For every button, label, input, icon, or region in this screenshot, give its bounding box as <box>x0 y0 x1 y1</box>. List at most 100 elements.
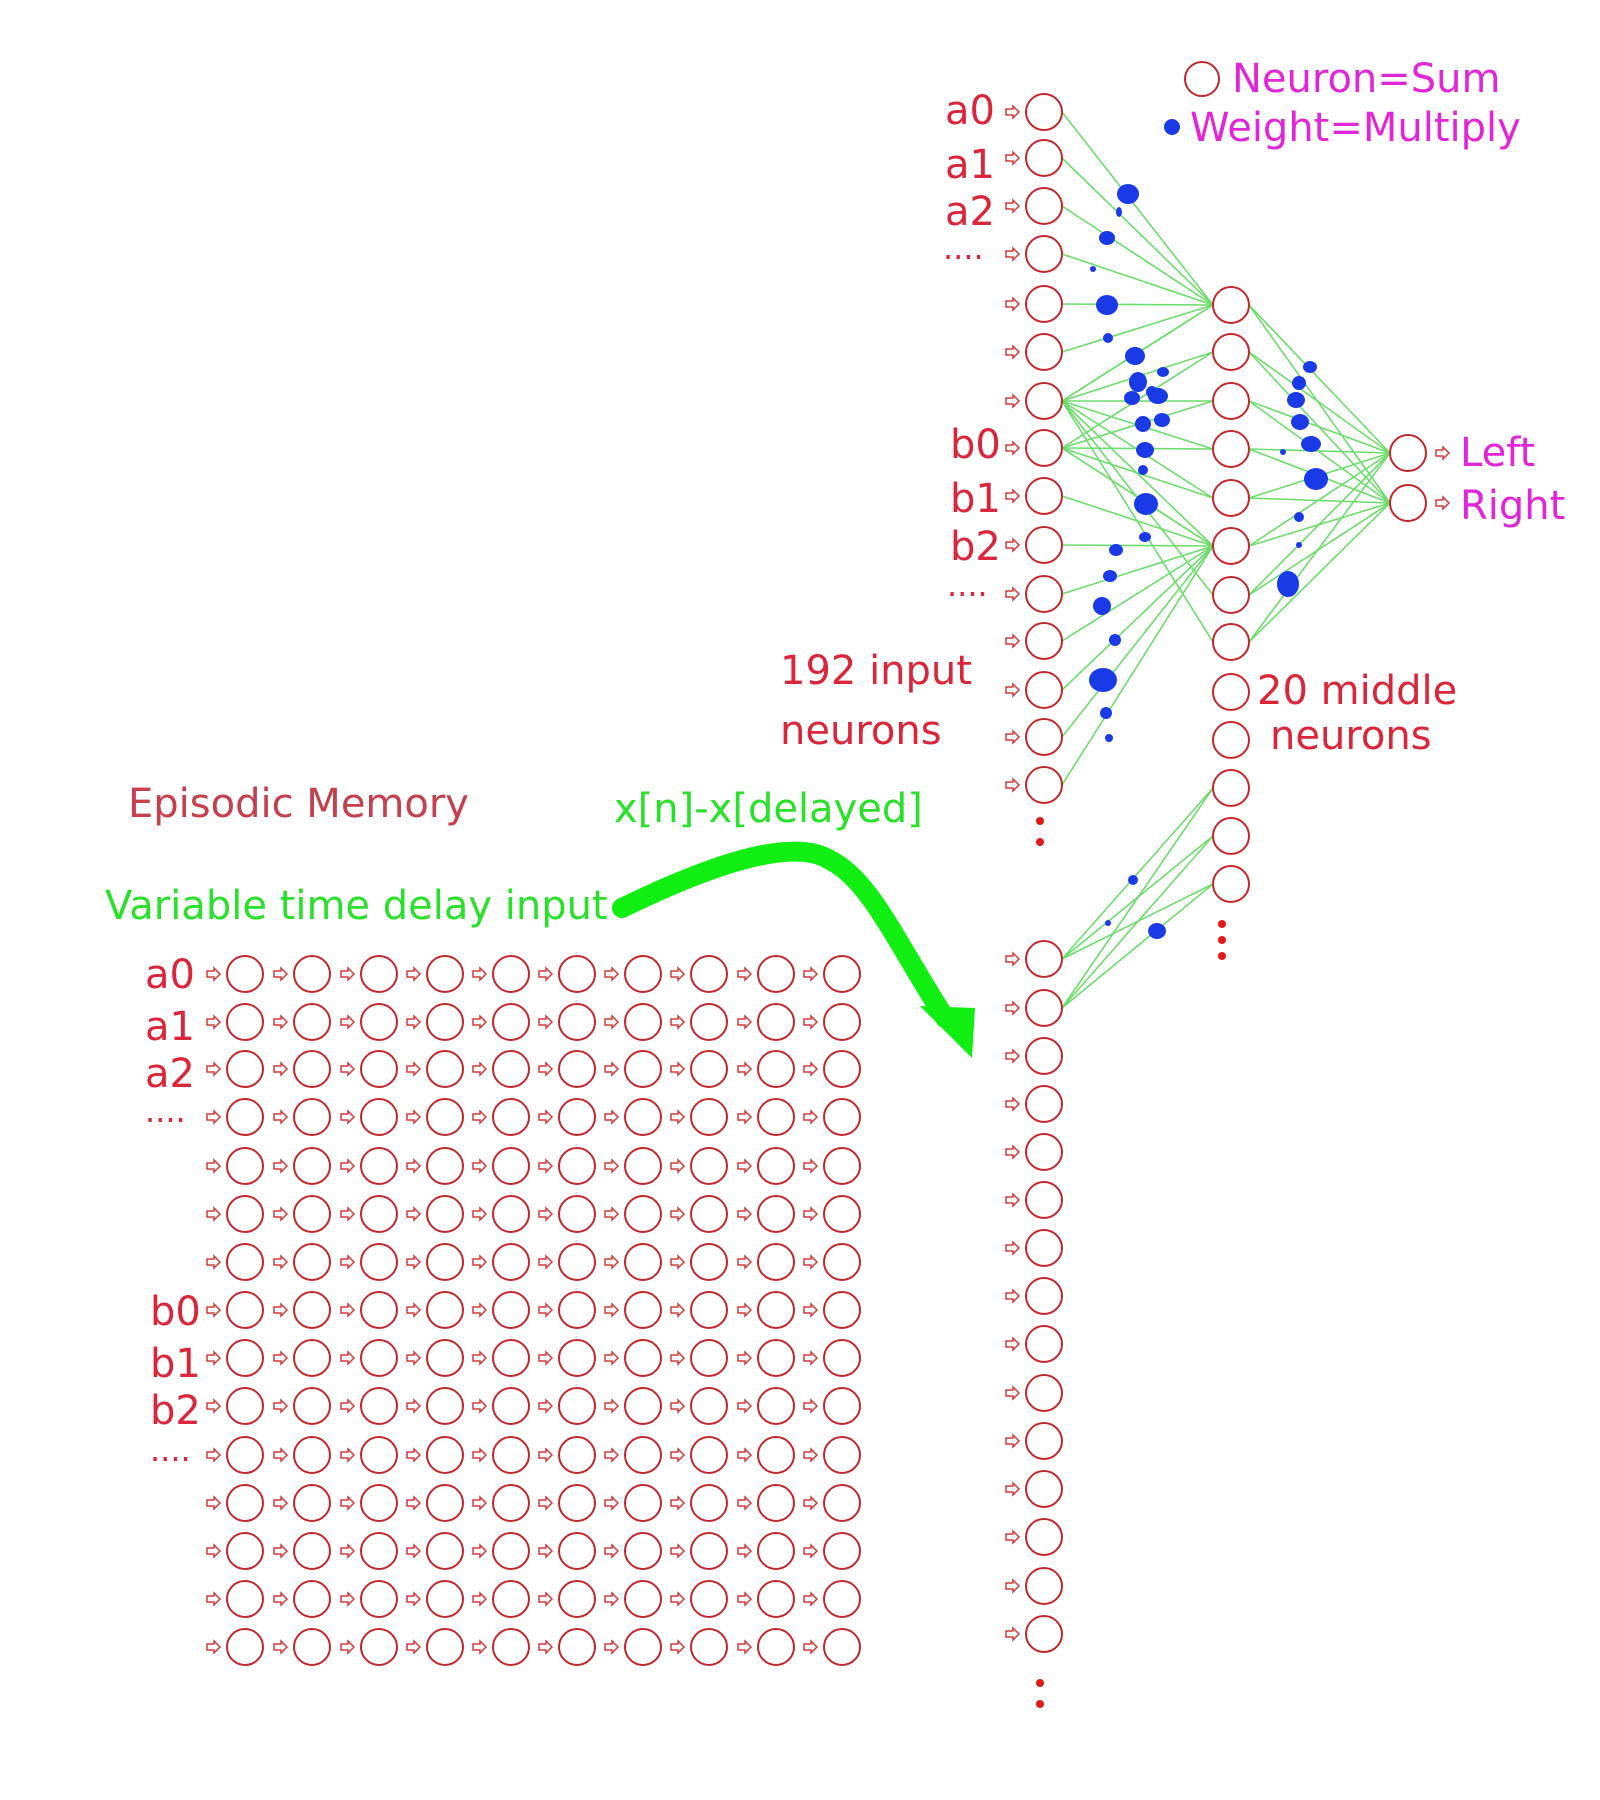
label-a1: a1 <box>945 142 995 188</box>
memory-neuron <box>226 1243 264 1281</box>
input-arrow-icon <box>406 1447 422 1463</box>
input-arrow-icon <box>206 1254 222 1270</box>
input-neuron <box>1025 989 1063 1027</box>
input-arrow-icon <box>670 1495 686 1511</box>
connection-line <box>1248 497 1391 504</box>
input-arrow-icon <box>206 1447 222 1463</box>
input-arrow-icon <box>472 1158 488 1174</box>
layer-counts: 192 input neurons 20 middle neurons <box>780 648 1457 759</box>
mem-label-a2: a2 <box>145 1051 195 1097</box>
input-arrow-icon <box>273 1398 289 1414</box>
label-ellipsis: .... <box>947 566 988 604</box>
memory-neuron <box>558 1532 596 1570</box>
memory-neuron <box>823 1532 861 1570</box>
input-arrow-icon <box>206 1206 222 1222</box>
input-arrow-icon <box>538 966 554 982</box>
input-arrow-icon <box>604 1302 620 1318</box>
input-arrow-icon <box>340 1398 356 1414</box>
weight-dot <box>1105 920 1111 926</box>
memory-neuron <box>624 1003 662 1041</box>
memory-neuron <box>624 1050 662 1088</box>
weight-dot <box>1090 266 1096 272</box>
memory-neuron <box>226 1628 264 1666</box>
memory-neuron <box>492 1387 530 1425</box>
memory-neuron <box>293 1580 331 1618</box>
memory-neuron <box>558 955 596 993</box>
memory-neuron <box>360 1532 398 1570</box>
memory-neuron <box>426 1387 464 1425</box>
memory-neuron <box>426 1003 464 1041</box>
input-arrow-icon <box>472 1591 488 1607</box>
memory-neuron <box>757 1243 795 1281</box>
input-arrow-icon <box>340 1591 356 1607</box>
memory-neuron <box>293 1532 331 1570</box>
memory-neuron <box>558 1339 596 1377</box>
middle-neuron <box>1212 333 1250 371</box>
connection-line <box>1061 545 1214 642</box>
memory-neuron <box>757 1580 795 1618</box>
input-arrow-icon <box>803 1447 819 1463</box>
input-arrow-icon <box>737 1109 753 1125</box>
input-arrow-icon <box>1005 1385 1021 1401</box>
memory-neuron <box>492 955 530 993</box>
memory-neuron <box>426 1291 464 1329</box>
input-arrow-icon <box>1005 777 1021 793</box>
connection-line <box>1061 253 1214 306</box>
input-arrow-icon <box>206 1591 222 1607</box>
input-arrow-icon <box>472 1302 488 1318</box>
input-arrow-icon <box>538 1398 554 1414</box>
input-arrow-icon <box>538 1350 554 1366</box>
input-arrow-icon <box>737 1447 753 1463</box>
connection-line <box>1061 544 1214 547</box>
input-neuron <box>1025 766 1063 804</box>
input-neuron <box>1025 718 1063 756</box>
middle-neuron <box>1212 576 1250 614</box>
input-arrow-icon <box>604 1639 620 1655</box>
input-arrow-icon <box>273 1639 289 1655</box>
weight-dot <box>1154 413 1170 427</box>
memory-neuron <box>360 1339 398 1377</box>
weight-dot <box>1089 668 1117 692</box>
input-arrow-icon <box>737 1398 753 1414</box>
memory-neuron <box>558 1195 596 1233</box>
ellipsis-dot <box>1218 920 1226 928</box>
weight-dot <box>1125 347 1145 365</box>
connection-line <box>1061 111 1214 306</box>
input-arrow-icon <box>1005 633 1021 649</box>
input-neuron <box>1025 1518 1063 1556</box>
input-arrow-icon <box>1005 951 1021 967</box>
memory-neuron <box>823 955 861 993</box>
input-arrow-icon <box>206 1543 222 1559</box>
memory-neuron <box>757 1050 795 1088</box>
input-arrow-icon <box>538 1109 554 1125</box>
label-b2: b2 <box>950 524 1001 570</box>
mem-label-b2: b2 <box>150 1388 201 1434</box>
input-arrow-icon <box>273 1158 289 1174</box>
memory-neuron <box>624 1628 662 1666</box>
weight-dot <box>1100 707 1112 719</box>
output-labels: Left Right <box>1460 430 1565 529</box>
input-arrow-icon <box>538 1591 554 1607</box>
middle-count-line2: neurons <box>1270 713 1432 759</box>
memory-neuron <box>624 1339 662 1377</box>
input-neuron <box>1025 139 1063 177</box>
memory-neuron <box>558 1147 596 1185</box>
input-arrow-icon <box>1005 440 1021 456</box>
memory-neuron <box>558 1003 596 1041</box>
memory-neuron <box>690 1195 728 1233</box>
delay-arrow <box>612 841 975 1058</box>
memory-neuron <box>690 1098 728 1136</box>
weight-legend-icon <box>1164 119 1180 135</box>
memory-neuron <box>360 1098 398 1136</box>
input-arrow-icon <box>1005 393 1021 409</box>
connection-line <box>1061 787 1214 1009</box>
input-neuron <box>1025 382 1063 420</box>
memory-neuron <box>757 1436 795 1474</box>
memory-neuron <box>624 1532 662 1570</box>
memory-neuron <box>492 1436 530 1474</box>
connection-line <box>1248 502 1391 596</box>
memory-neuron <box>293 1050 331 1088</box>
input-neuron <box>1025 1374 1063 1412</box>
input-arrow-icon <box>340 966 356 982</box>
connection-line <box>1061 157 1214 306</box>
